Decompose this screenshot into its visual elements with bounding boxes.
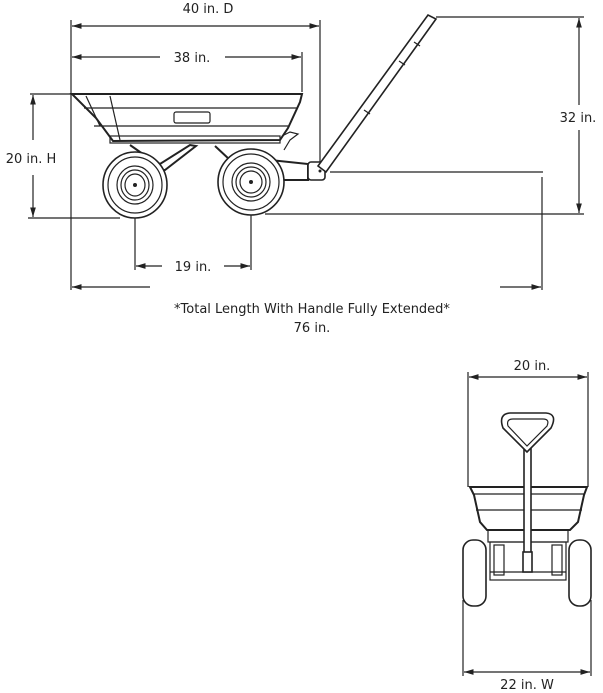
bed-width-label: 20 in. [514,359,551,374]
side-view: 40 in. D 38 in. 20 in. H 32 in. 19 in. *… [6,2,597,336]
label-plate [173,111,211,124]
handle [316,13,438,174]
wagon-side-drawing [69,13,438,219]
total-length-note: *Total Length With Handle Fully Extended… [174,302,450,317]
dump-latch [281,131,300,151]
depth-label: 40 in. D [183,2,234,17]
overall-width-label: 22 in. W [500,678,554,693]
total-length-label: 76 in. [294,321,331,336]
height-label: 20 in. H [6,152,57,167]
handle-shaft [523,447,532,557]
bed-length-label: 38 in. [174,51,211,66]
wagon-rear-drawing [462,412,592,607]
handle-height-label: 32 in. [560,111,597,126]
cart-bed [69,93,304,143]
wheel-rear [217,148,285,216]
wheelbase-label: 19 in. [175,260,212,275]
handle-grip [500,412,555,454]
wheel-right [568,539,592,607]
cart-bed-rear [468,486,589,531]
wheel-left [462,539,487,607]
rear-view: 20 in. 22 in. W [462,359,592,693]
wheel-front [102,151,168,219]
